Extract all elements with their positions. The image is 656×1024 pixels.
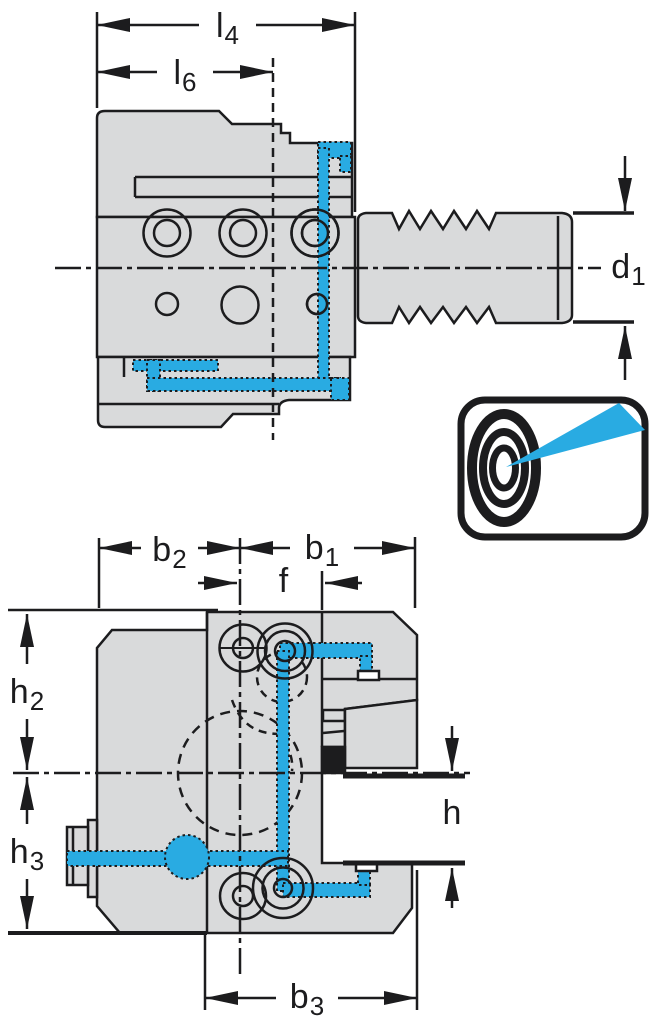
insert-cartridge: [343, 698, 419, 770]
side-view: [55, 58, 645, 440]
front-view: [13, 538, 470, 975]
coolant-plug-circle: [164, 834, 210, 880]
bullseye-icon: [467, 409, 541, 527]
coolant-outlet-top: [356, 669, 381, 682]
side-view-cap: [95, 109, 354, 219]
front-view-ports: [218, 622, 315, 921]
dim-label-f: f: [263, 557, 305, 605]
coolant-channel-front: [66, 642, 373, 898]
dim-label-h: h: [436, 792, 469, 834]
pointer-needle-icon: [506, 403, 645, 467]
precision-coolant-target-icon: [457, 396, 649, 541]
seat-slot: [320, 745, 347, 775]
side-view-body: [95, 215, 357, 359]
